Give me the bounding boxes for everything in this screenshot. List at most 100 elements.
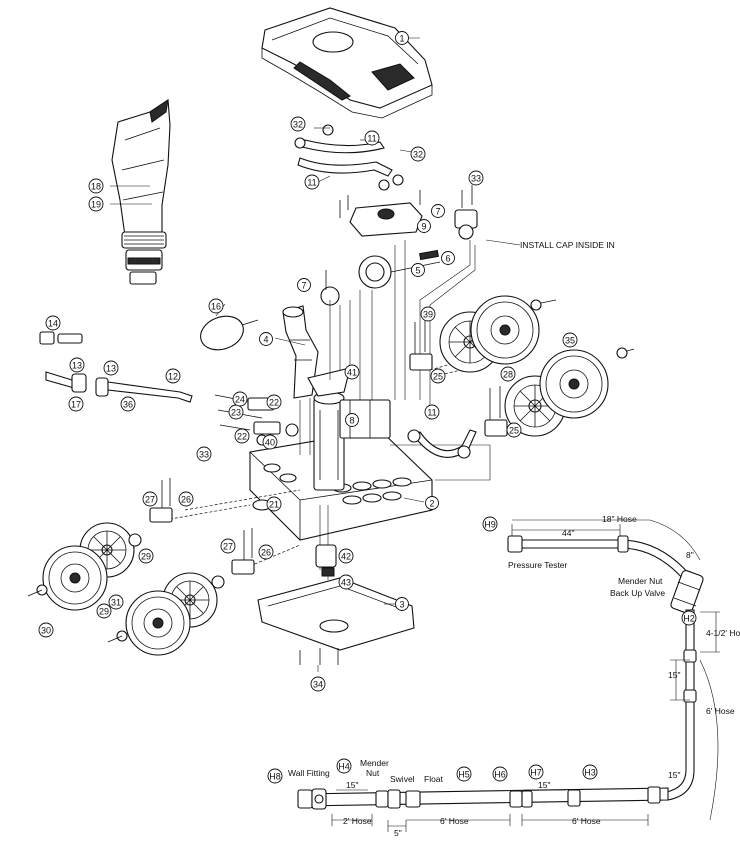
callout-circle — [262, 434, 278, 450]
callout-circle — [310, 676, 326, 692]
callout-number: 17 — [71, 400, 81, 410]
callout-number: 4 — [263, 335, 268, 345]
callout-circle — [425, 496, 439, 510]
callout-c26a: 26 — [178, 491, 194, 507]
callout-c41: 41 — [344, 364, 360, 380]
callout-c13b: 13 — [103, 360, 119, 376]
callout-circle — [431, 204, 445, 218]
callout-c43: 43 — [338, 574, 354, 590]
callout-c21: 21 — [266, 496, 282, 512]
callout-number: 29 — [99, 607, 109, 617]
callout-circle — [562, 332, 578, 348]
callout-number: 12 — [168, 372, 178, 382]
callout-number: 32 — [413, 150, 423, 160]
callout-number: 40 — [265, 438, 275, 448]
callout-c3: 3 — [395, 597, 409, 611]
callout-circle — [681, 610, 697, 626]
callout-circle — [424, 404, 440, 420]
callout-number: 25 — [433, 372, 443, 382]
callout-circle — [430, 368, 446, 384]
hose-4half-label: 4-1/2' Hose — [706, 628, 740, 638]
callout-number: 19 — [91, 200, 101, 210]
callout-number: 22 — [269, 398, 279, 408]
callout-circle — [138, 548, 154, 564]
callout-number: 27 — [223, 542, 233, 552]
callout-c35: 35 — [562, 332, 578, 348]
callout-c25a: 25 — [430, 368, 446, 384]
callout-number: 5 — [415, 266, 420, 276]
callout-circle — [345, 413, 359, 427]
callout-c29b: 29 — [96, 603, 112, 619]
mender-nut-line2-label: Nut — [366, 768, 380, 778]
callout-circle — [417, 219, 431, 233]
callout-number: H2 — [683, 614, 695, 624]
left-hose-assembly — [39, 331, 193, 403]
annotations: INSTALL CAP INSIDE IN 18" Hose 44" 8" Pr… — [288, 240, 740, 838]
callout-circle — [290, 116, 306, 132]
callout-cH5: H5 — [456, 766, 472, 782]
callout-c22b: 22 — [234, 428, 250, 444]
callout-number: 24 — [235, 395, 245, 405]
callout-number: 27 — [145, 495, 155, 505]
main-chassis — [249, 367, 433, 541]
dim-15a-label: 15" — [668, 670, 680, 680]
callout-c7b: 7 — [431, 204, 445, 218]
callout-c32b: 32 — [410, 146, 426, 162]
callout-c8: 8 — [345, 413, 359, 427]
callout-c26b: 26 — [258, 544, 274, 560]
callout-circle — [96, 603, 112, 619]
callout-circle — [344, 364, 360, 380]
callout-c1: 1 — [395, 31, 409, 45]
callout-circle — [395, 597, 409, 611]
right-wheel-assembly — [407, 295, 635, 459]
wall-fitting-label: Wall Fitting — [288, 768, 330, 778]
callout-circle — [259, 332, 273, 346]
callout-number: 16 — [211, 302, 221, 312]
callout-number: 26 — [261, 548, 271, 558]
callout-circle — [410, 146, 426, 162]
callout-c11b: 11 — [304, 174, 320, 190]
callout-circle — [234, 428, 250, 444]
callout-cH4: H4 — [336, 758, 352, 774]
callout-circle — [582, 764, 598, 780]
callout-c16: 16 — [208, 298, 224, 314]
callout-number: 43 — [341, 578, 351, 588]
callout-c14: 14 — [45, 315, 61, 331]
callout-number: H5 — [458, 770, 470, 780]
callout-circle — [108, 594, 124, 610]
callout-circle — [492, 766, 508, 782]
callout-number: H7 — [530, 768, 542, 778]
callout-c18: 18 — [88, 178, 104, 194]
callout-number: 30 — [41, 626, 51, 636]
callout-c27b: 27 — [220, 538, 236, 554]
callout-circle — [103, 360, 119, 376]
callout-c6: 6 — [441, 251, 455, 265]
callout-number: 3 — [399, 600, 404, 610]
callout-c11c: 11 — [424, 404, 440, 420]
callout-number: 1 — [399, 34, 404, 44]
mender-label: Mender — [360, 758, 389, 768]
debris-bag — [111, 98, 171, 285]
callout-circle — [165, 368, 181, 384]
pressure-tester-label: Pressure Tester — [508, 560, 568, 570]
callout-c13a: 13 — [69, 357, 85, 373]
callout-number: 7 — [301, 281, 306, 291]
callout-c22a: 22 — [266, 394, 282, 410]
swivel-tube — [282, 305, 319, 399]
callout-circle — [456, 766, 472, 782]
callout-circle — [482, 516, 498, 532]
callout-number: 33 — [471, 174, 481, 184]
callout-circle — [267, 768, 283, 784]
hose-system — [297, 519, 720, 832]
upper-hoses — [294, 124, 404, 191]
callout-circle — [45, 315, 61, 331]
upper-bracket — [339, 185, 478, 240]
callout-number: H4 — [338, 762, 350, 772]
callout-c17: 17 — [68, 396, 84, 412]
callout-number: 25 — [509, 426, 519, 436]
hose-6ft-right-label: 6' Hose — [706, 706, 735, 716]
hose-6ft-bottom-label: 6' Hose — [572, 816, 601, 826]
callout-circle — [142, 491, 158, 507]
